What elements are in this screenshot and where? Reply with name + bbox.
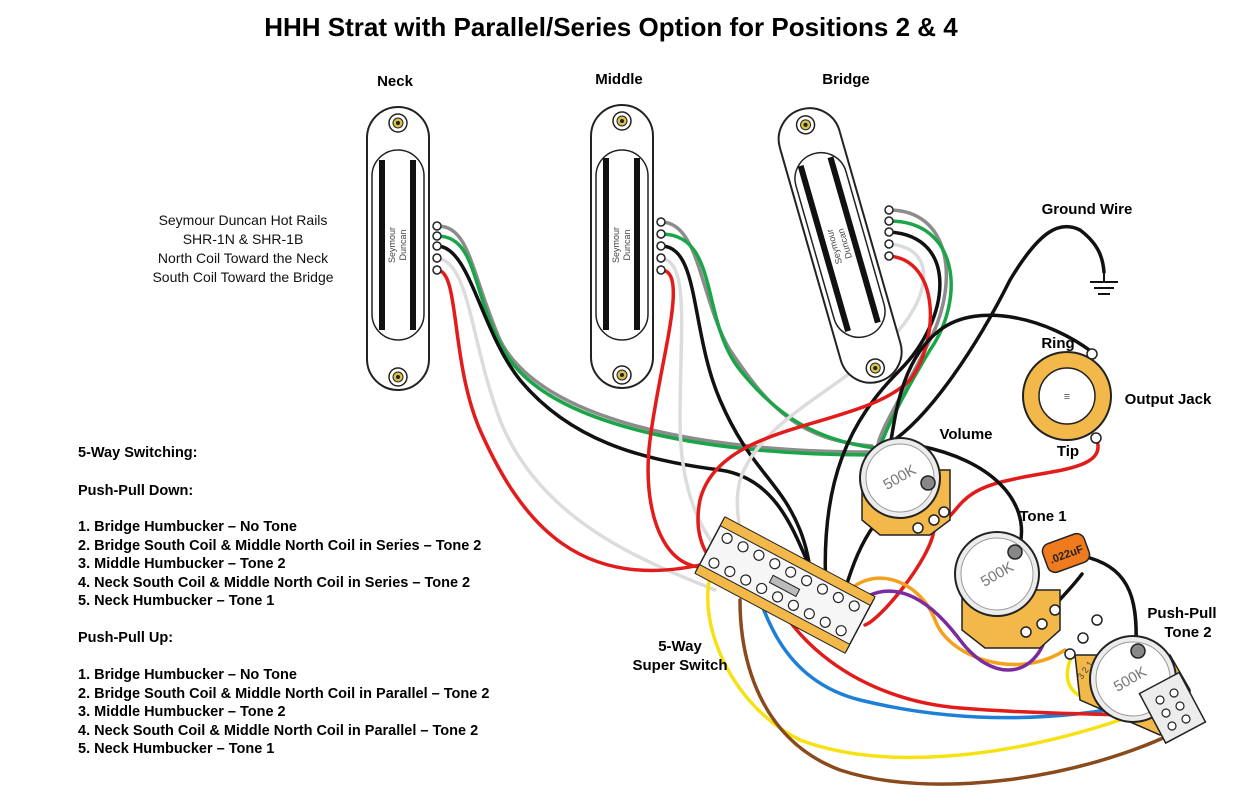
neck-green-wire bbox=[435, 234, 872, 457]
neck-label: Neck bbox=[377, 73, 414, 90]
list-item: 3. Middle Humbucker – Tone 2 bbox=[78, 704, 286, 721]
switch-label: 5-Way bbox=[658, 638, 702, 655]
tip-label: Tip bbox=[1057, 443, 1079, 460]
bridge-pickup: Seymour Duncan bbox=[777, 107, 903, 384]
diagram-title: HHH Strat with Parallel/Series Option fo… bbox=[264, 12, 958, 42]
neck-brand-text: Duncan bbox=[398, 229, 408, 260]
ring-label: Ring bbox=[1041, 335, 1074, 352]
middle-pickup: Seymour Duncan bbox=[590, 104, 666, 389]
list-item: 5. Neck Humbucker – Tone 1 bbox=[78, 593, 275, 610]
purple-wire bbox=[846, 589, 1047, 672]
push-pull-up-heading: Push-Pull Up: bbox=[78, 630, 174, 646]
push-pull-down-heading: Push-Pull Down: bbox=[78, 483, 194, 499]
push-pull-pot: 500K 3 2 1 bbox=[1064, 614, 1207, 745]
brown-wire bbox=[738, 598, 1182, 786]
middle-black-wire bbox=[659, 244, 817, 592]
tone1-pot: 500K bbox=[954, 531, 1061, 649]
output-jack-label: Output Jack bbox=[1125, 391, 1212, 408]
list-item: 4. Neck South Coil & Middle North Coil i… bbox=[78, 722, 479, 739]
neck-white-wire bbox=[435, 256, 717, 592]
bridge-green-wire bbox=[878, 219, 953, 449]
middle-label: Middle bbox=[595, 71, 643, 88]
push-pull-up-list: 1. Bridge Humbucker – No Tone 2. Bridge … bbox=[78, 666, 489, 759]
pickup-note-line: North Coil Toward the Neck bbox=[158, 250, 329, 266]
vol-tone-ground-wire bbox=[918, 444, 1024, 547]
pickup-note-line: South Coil Toward the Bridge bbox=[152, 269, 333, 285]
push-pull-down-list: 1. Bridge Humbucker – No Tone 2. Bridge … bbox=[78, 518, 481, 611]
list-item: 1. Bridge Humbucker – No Tone bbox=[78, 667, 297, 683]
push-pull-label: Tone 2 bbox=[1164, 624, 1211, 641]
middle-brand-text: Duncan bbox=[622, 229, 632, 260]
ground-wire bbox=[883, 224, 1106, 448]
ground-wire-label: Ground Wire bbox=[1042, 201, 1133, 218]
ground-symbol-icon bbox=[1090, 272, 1118, 295]
jack-ring-wire bbox=[888, 313, 1094, 448]
middle-brand-text: Seymour bbox=[611, 227, 621, 263]
list-item: 1. Bridge Humbucker – No Tone bbox=[78, 519, 297, 535]
middle-red-wire bbox=[646, 268, 732, 569]
jack-tip-wire bbox=[943, 436, 1100, 522]
neck-red-wire bbox=[435, 268, 722, 573]
bridge-pickup-terminals bbox=[884, 205, 894, 261]
switching-heading: 5-Way Switching: bbox=[78, 445, 198, 461]
volume-label: Volume bbox=[939, 426, 992, 443]
wires bbox=[435, 208, 1182, 786]
switch-label: Super Switch bbox=[632, 657, 727, 674]
output-jack: ≡ bbox=[1022, 348, 1112, 444]
volume-switch-red-wire bbox=[863, 528, 936, 627]
capacitor: .022uF bbox=[1041, 532, 1091, 574]
bridge-black-wire bbox=[823, 230, 942, 592]
pickup-note-line: SHR-1N & SHR-1B bbox=[183, 231, 304, 247]
bridge-red-wire bbox=[696, 254, 933, 577]
neck-brand-text: Seymour bbox=[387, 227, 397, 263]
pickup-note-line: Seymour Duncan Hot Rails bbox=[159, 212, 328, 228]
tone1-label: Tone 1 bbox=[1019, 508, 1066, 525]
bridge-gray-wire bbox=[876, 208, 949, 447]
bridge-label: Bridge bbox=[822, 71, 870, 88]
list-item: 4. Neck South Coil & Middle North Coil i… bbox=[78, 574, 471, 591]
super-switch bbox=[694, 516, 876, 654]
orange-wire bbox=[838, 576, 1067, 667]
neck-black-wire bbox=[435, 244, 824, 592]
pickup-note: Seymour Duncan Hot Rails SHR-1N & SHR-1B… bbox=[152, 212, 333, 285]
list-item: 5. Neck Humbucker – Tone 1 bbox=[78, 741, 275, 758]
middle-green-wire bbox=[659, 232, 876, 450]
volume-pot: 500K bbox=[859, 437, 951, 536]
jack-mark: ≡ bbox=[1064, 391, 1070, 403]
push-pull-label: Push-Pull bbox=[1147, 605, 1216, 622]
neck-pickup: Seymour Duncan bbox=[366, 106, 442, 391]
list-item: 2. Bridge South Coil & Middle North Coil… bbox=[78, 537, 482, 554]
list-item: 2. Bridge South Coil & Middle North Coil… bbox=[78, 685, 490, 702]
list-item: 3. Middle Humbucker – Tone 2 bbox=[78, 556, 286, 573]
